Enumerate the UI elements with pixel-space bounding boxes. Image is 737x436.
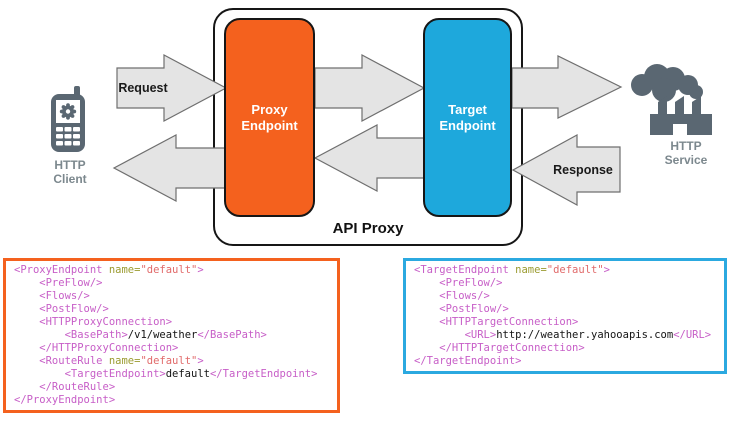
request-arrow bbox=[116, 54, 228, 122]
factory-icon bbox=[631, 64, 712, 135]
mobile-phone-icon bbox=[51, 86, 85, 152]
proxy-endpoint: Proxy Endpoint bbox=[224, 18, 315, 217]
proxy-endpoint-label: Proxy Endpoint bbox=[241, 101, 298, 133]
target-endpoint-xml-block: <TargetEndpoint name="default"> <PreFlow… bbox=[403, 258, 727, 374]
target-endpoint: Target Endpoint bbox=[423, 18, 512, 217]
response-arrow bbox=[511, 133, 621, 207]
target-endpoint-label: Target Endpoint bbox=[439, 101, 496, 133]
target-to-proxy-arrow bbox=[313, 124, 425, 192]
http-client-label: HTTP Client bbox=[53, 158, 87, 186]
http-service-label: HTTP Service bbox=[664, 139, 708, 167]
proxy-to-target-arrow bbox=[314, 54, 426, 122]
proxy-endpoint-xml-block: <ProxyEndpoint name="default"> <PreFlow/… bbox=[3, 258, 340, 413]
api-proxy-label: API Proxy bbox=[332, 220, 404, 237]
smoke-cloud-icon bbox=[631, 64, 703, 102]
client-response-arrow bbox=[112, 134, 229, 202]
target-to-service-arrow bbox=[511, 55, 623, 119]
flow-arrows bbox=[112, 54, 623, 207]
gear-icon bbox=[59, 103, 77, 120]
request-label: Request bbox=[118, 81, 168, 95]
response-label: Response bbox=[553, 163, 613, 177]
